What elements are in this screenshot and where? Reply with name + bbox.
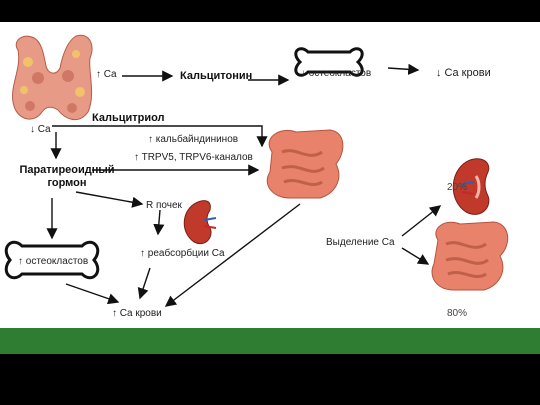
arrow-excretion-intestine bbox=[401, 247, 430, 265]
arrow-bone-bloodca bbox=[387, 63, 420, 75]
arrow-reabsorption-bloodca bbox=[137, 267, 151, 300]
reabsorption-label: ↑ реабсорбции Ca bbox=[140, 248, 225, 259]
kidney-r-label: R почек bbox=[146, 200, 182, 211]
osteoclast-up-label: ↑ остеокластов bbox=[18, 256, 89, 267]
bone-top-image bbox=[294, 47, 364, 77]
intestine-right-image bbox=[431, 221, 509, 291]
bottom-band bbox=[0, 328, 540, 354]
kidney-right-image bbox=[452, 158, 490, 215]
kidney-percent-label: 20% bbox=[447, 182, 468, 193]
calcitriol-label: Кальцитриол bbox=[92, 112, 165, 124]
pth-label: Паратиреоидный гормон bbox=[19, 164, 115, 189]
intestine-percent-label: 80% bbox=[447, 308, 468, 319]
blood-ca-down-label: ↓ Ca крови bbox=[436, 67, 491, 79]
kidney-small-image bbox=[183, 200, 217, 244]
thyroid-ca-down-label: ↓ Ca bbox=[30, 124, 51, 135]
arrow-intestine-bloodca bbox=[164, 203, 301, 307]
arrow-pth-kidney bbox=[75, 191, 144, 208]
calcitonin-label: Кальцитонин bbox=[180, 70, 253, 82]
arrows bbox=[46, 63, 442, 307]
arrow-excretion-kidney bbox=[401, 205, 442, 237]
diagram-canvas: ↑ Ca Кальцитонин ↓ остеокластов ↓ Ca кро… bbox=[0, 22, 540, 328]
trpv-label: ↑ TRPV5, TRPV6-каналов bbox=[134, 152, 253, 163]
arrow-kidney-reabsorption bbox=[153, 209, 165, 236]
osteoclast-down-label: ↓ остеокластов bbox=[301, 68, 372, 79]
arrow-bone-bloodca bbox=[65, 283, 120, 305]
bone-bottom-image bbox=[4, 240, 100, 280]
diagram-graphics bbox=[4, 34, 509, 307]
thyroid-ca-up-label: ↑ Ca bbox=[96, 69, 117, 80]
calbindins-label: ↑ кальбайндининов bbox=[148, 134, 239, 145]
blood-ca-up-label: ↑ Ca крови bbox=[112, 308, 162, 319]
excretion-label: Выделение Ca bbox=[326, 237, 395, 248]
thyroid-image bbox=[12, 34, 93, 121]
arrow-calcitriol-intestine bbox=[52, 125, 268, 148]
intestine-image bbox=[266, 129, 344, 199]
